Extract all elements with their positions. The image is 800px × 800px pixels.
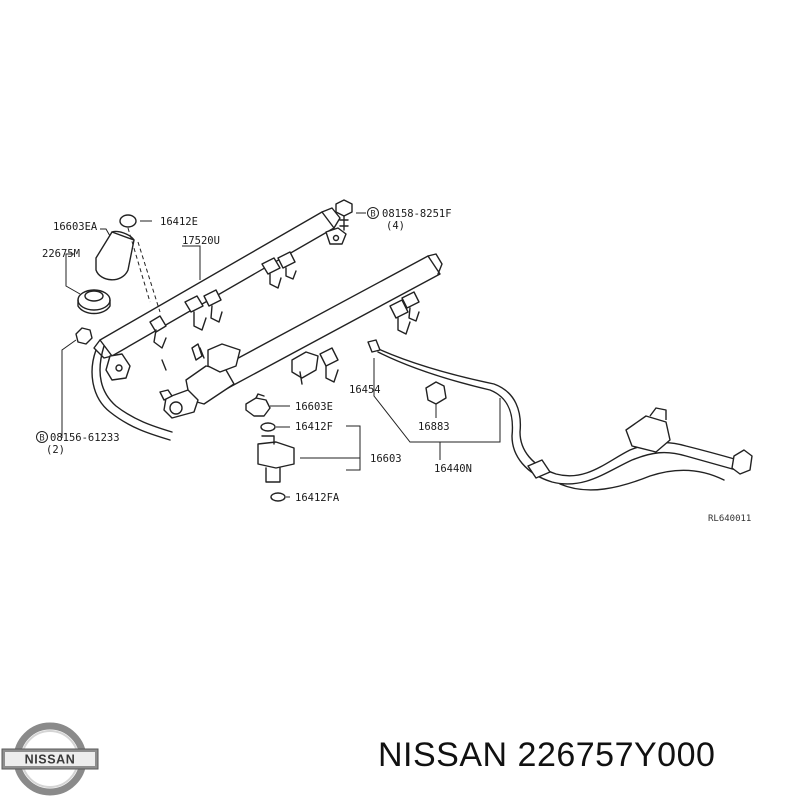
- bolt-marker-left: B: [36, 431, 48, 444]
- callout-16603: 16603: [370, 453, 402, 465]
- damper-cap-16603EA: [95, 231, 135, 281]
- hose-clip-16883: [425, 381, 447, 405]
- callout-08156-qty: (2): [46, 444, 65, 456]
- callout-16883: 16883: [418, 421, 450, 433]
- callout-08158-8251F: 08158-8251F: [382, 208, 452, 220]
- svg-text:B: B: [39, 434, 44, 444]
- fuel-damper-22675M: [77, 289, 111, 311]
- diagram-reference-code: RL640011: [708, 514, 751, 524]
- o-ring-16412E: [119, 214, 137, 228]
- injector-upper-3: [203, 289, 223, 323]
- callout-08156-61233: 08156-61233: [50, 432, 120, 444]
- bolt-08158: [335, 199, 353, 231]
- nissan-logo: NISSAN: [1, 722, 99, 796]
- injector-lower-2: [319, 347, 339, 383]
- callout-16440N: 16440N: [434, 463, 472, 475]
- callout-17520U: 17520U: [182, 235, 220, 247]
- callout-08158-qty: (4): [386, 220, 405, 232]
- callout-22675M: 22675M: [42, 248, 80, 260]
- callout-16412E: 16412E: [160, 216, 198, 228]
- injector-lower-3: [389, 299, 411, 335]
- callout-16603EA: 16603EA: [53, 221, 98, 233]
- fuel-rail-upper: [93, 207, 347, 381]
- injector-lower-1: [291, 351, 319, 385]
- leader-lines: [61, 212, 501, 498]
- injector-upper-5: [277, 251, 297, 280]
- injector-upper-4: [261, 257, 282, 289]
- callout-16603E: 16603E: [295, 401, 333, 413]
- bolt-marker-top: B: [367, 207, 379, 220]
- callout-16412FA: 16412FA: [295, 492, 340, 504]
- injector-clip-16603E: [245, 397, 271, 417]
- callout-16412F: 16412F: [295, 421, 333, 433]
- o-ring-16412FA: [270, 492, 286, 502]
- injector-upper-2: [184, 295, 207, 331]
- damper-bolt: [75, 327, 93, 345]
- injector-upper-1: [149, 315, 167, 349]
- o-ring-16412F: [260, 422, 276, 432]
- logo-wordmark: NISSAN: [25, 753, 76, 767]
- injector-exploded-16603: [245, 393, 295, 502]
- crossover-fuel-pipe: [91, 345, 173, 441]
- fuel-hose-16440N: [367, 339, 753, 491]
- hose-clamp-16454: [367, 339, 381, 353]
- injector-lower-4: [401, 291, 420, 322]
- callout-16454: 16454: [349, 384, 381, 396]
- svg-text:B: B: [370, 210, 375, 220]
- pressure-damper-assembly: [75, 214, 161, 345]
- fuel-rail-lower: [159, 253, 443, 419]
- part-number-caption: NISSAN 226757Y000: [378, 736, 716, 774]
- injector-body-16603: [257, 441, 295, 469]
